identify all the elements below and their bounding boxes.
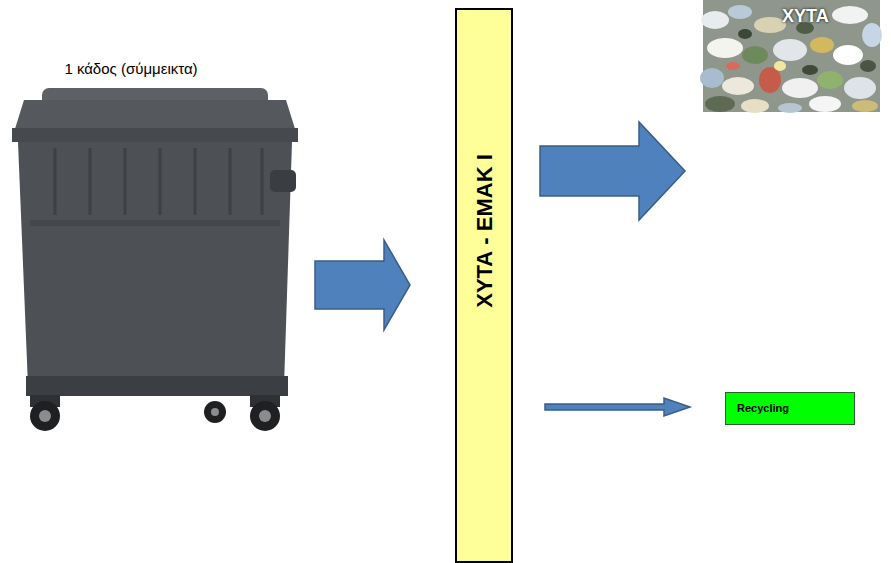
block-arrow xyxy=(315,240,410,330)
bin-base xyxy=(26,376,288,396)
landfill-node: ΧΥΤΑ xyxy=(703,0,880,112)
bin-wheel xyxy=(204,401,226,423)
bin-band xyxy=(30,220,280,226)
facility-band: ΧΥΤΑ - ΕΜΑΚ Ι xyxy=(455,8,513,563)
landfill-photo xyxy=(700,0,882,113)
bin-node: 1 κάδος (σύμμεικτα) xyxy=(5,58,300,438)
photo-background xyxy=(703,0,880,112)
bin-ribs xyxy=(55,148,262,215)
recycling-box: Recycling xyxy=(725,392,855,425)
bin-lid xyxy=(14,100,296,132)
node-label: 1 κάδος (σύμμεικτα) xyxy=(5,60,257,77)
bin-illustration xyxy=(12,88,298,431)
bin-handle xyxy=(270,170,296,192)
node-label: ΧΥΤΑ xyxy=(782,6,829,27)
block-arrow xyxy=(540,122,685,220)
bin-wheel-hub xyxy=(211,408,219,416)
bin-wheel-hub xyxy=(39,410,51,422)
node-label: ΧΥΤΑ - ΕΜΑΚ Ι xyxy=(472,154,497,308)
bin-body xyxy=(18,142,292,386)
bin-wheel xyxy=(250,401,280,431)
bin-wheel-hub xyxy=(259,410,271,422)
bin-wheel xyxy=(30,401,60,431)
node-label: Recycling xyxy=(737,402,789,415)
block-arrow xyxy=(545,398,690,416)
bin-rim xyxy=(12,128,298,142)
